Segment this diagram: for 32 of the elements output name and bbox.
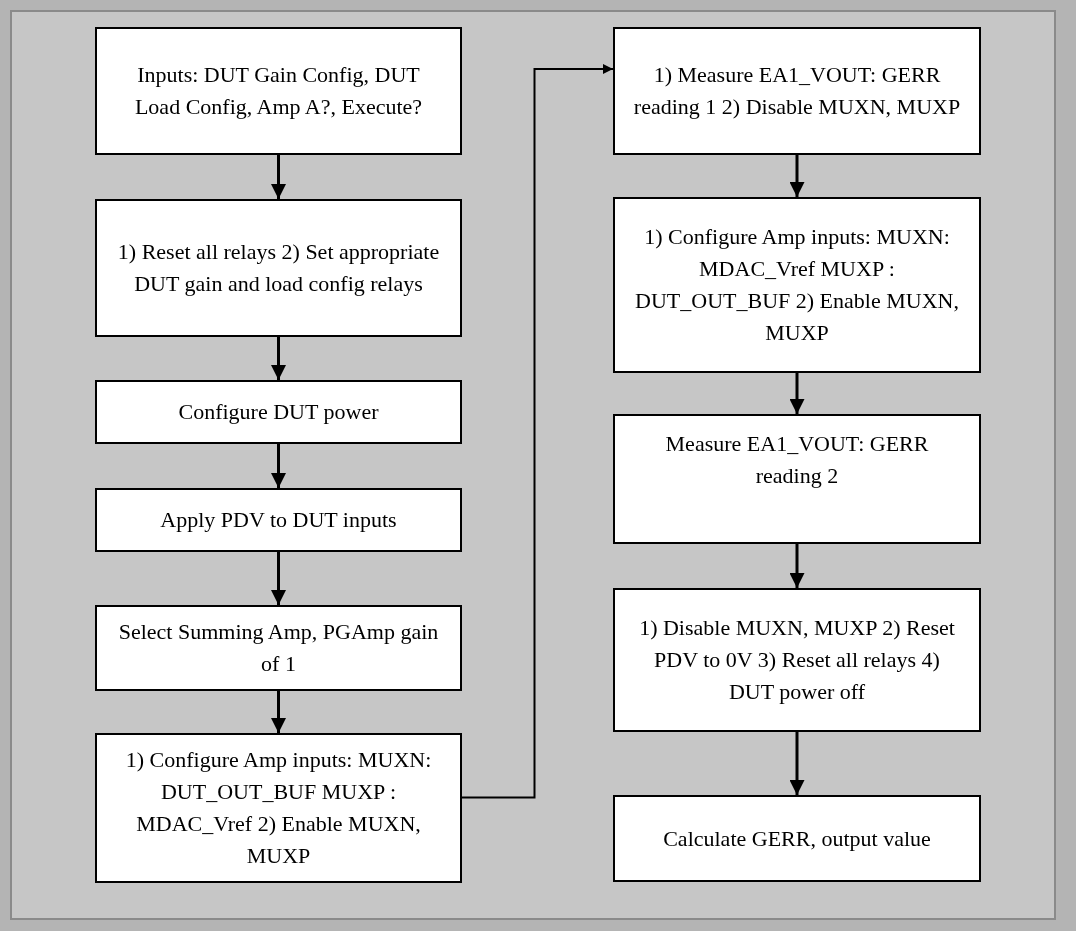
step-text: 1) Configure Amp inputs: MUXN: DUT_OUT_BUF MUXP : MDAC_Vref 2) Enable MUXN, MUXP [124,746,433,870]
arrow [789,732,805,795]
step-text: Select Summing Amp, PGAmp gain of 1 [117,618,440,678]
step-text: 1) Measure EA1_VOUT: GERR reading 1 2) Disable MUXN, MUXP [632,61,962,121]
arrow [271,444,286,488]
process-box [613,27,981,155]
process-box [613,795,981,882]
process-box [95,27,462,155]
arrow [789,544,805,588]
arrow [271,337,286,380]
arrow [271,691,286,733]
process-box [613,414,981,544]
arrow [271,155,286,199]
step-text: 1) Reset all relays 2) Set appropriate DUT gain and load config relays [116,238,441,298]
step-text: Measure EA1_VOUT: GERR reading 2 [664,430,930,490]
process-box [95,733,462,883]
arrow [789,373,805,414]
step-text: Calculate GERR, output value [663,824,931,853]
process-box [95,199,462,337]
step-text: Inputs: DUT Gain Config, DUT Load Config, Amp A?, Execute? [133,61,424,121]
process-box [95,380,462,444]
step-text: 1) Disable MUXN, MUXP 2) Reset PDV to 0V 3) Reset all relays 4) DUT power off [638,614,956,706]
step-text: Apply PDV to DUT inputs [160,506,397,534]
step-text: Configure DUT power [178,398,379,426]
process-box [613,197,981,373]
process-box [95,488,462,552]
arrow [461,64,614,799]
arrow [789,155,805,197]
process-box [95,605,462,691]
arrow [271,552,286,605]
step-text: 1) Configure Amp inputs: MUXN: MDAC_Vref MUXP : DUT_OUT_BUF 2) Enable MUXN, MUXP [634,223,960,347]
process-box [613,588,981,732]
